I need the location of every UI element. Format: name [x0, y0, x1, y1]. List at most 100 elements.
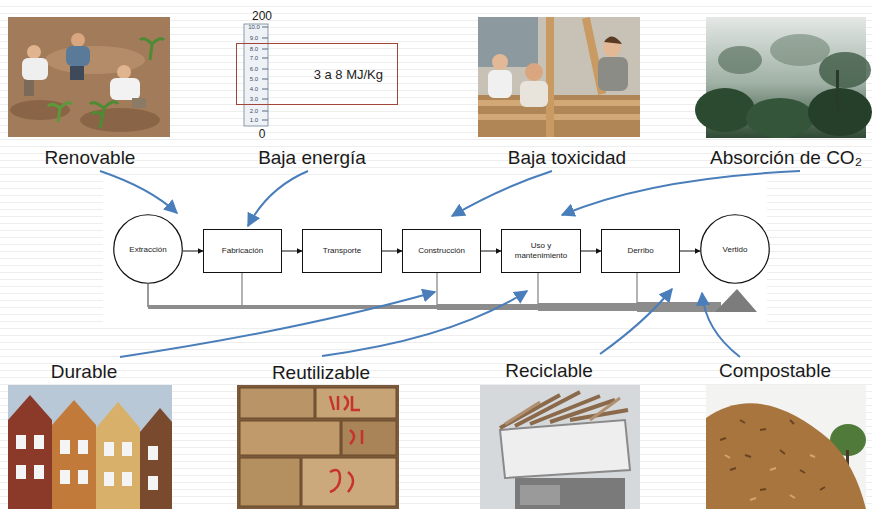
property-label: Durable [51, 362, 118, 381]
stage-circle: Vertido [700, 214, 770, 284]
scale-number: 6.0 [250, 66, 258, 72]
flow-arrow [481, 251, 501, 252]
scale-number: 5.0 [250, 76, 258, 82]
scale-number: 7.0 [250, 55, 258, 61]
planting-photo [90, 102, 118, 128]
planting-photo [70, 66, 84, 80]
node-text: 3 a 8 MJ/Kg [314, 67, 383, 82]
wood-chips-photo [706, 385, 866, 509]
wood-shredder-photo [480, 385, 640, 509]
wood-shredder-photo [480, 385, 640, 509]
carpentry-photo [520, 81, 548, 107]
forest-photo [836, 70, 839, 110]
property-arrows [452, 171, 552, 216]
property-arrows [248, 171, 308, 226]
planting-photo [80, 108, 160, 132]
carpentry-photo [478, 17, 640, 137]
forest-photo [718, 46, 762, 74]
reclaimed-timber-photo [330, 470, 353, 492]
reclaimed-timber-photo [330, 396, 360, 410]
reclaimed-timber-photo [316, 388, 396, 418]
wooden-houses-photo [78, 440, 88, 454]
carpentry-photo [478, 114, 640, 120]
wooden-houses-photo [34, 435, 44, 449]
reclaimed-timber-photo [240, 388, 314, 418]
life-cycle-bar [537, 273, 539, 304]
scale-number: 10.0 [248, 24, 260, 30]
flow-arrow [382, 251, 402, 252]
life-cycle-bar [436, 273, 438, 305]
property-label: Baja toxicidad [508, 148, 626, 167]
reclaimed-timber-photo [240, 421, 340, 455]
wooden-houses-photo [8, 385, 172, 509]
wooden-houses-photo [96, 402, 140, 509]
planting-photo [66, 46, 90, 66]
process-box: Construcción [402, 229, 481, 273]
carpentry-photo [488, 70, 512, 98]
flow-arrow [183, 251, 203, 252]
wooden-houses-photo [148, 446, 158, 460]
wooden-houses-photo [34, 465, 44, 479]
carpentry-photo [478, 17, 640, 137]
wooden-houses-photo [78, 470, 88, 484]
life-cycle-bar [148, 305, 437, 309]
life-cycle-bar [437, 304, 538, 310]
property-arrows [100, 171, 177, 213]
stage-circle: Extracción [113, 214, 183, 284]
wood-shredder-photo [500, 420, 630, 478]
wooden-houses-photo [140, 408, 172, 509]
property-arrows [100, 171, 800, 357]
life-cycle-bar [715, 289, 757, 312]
energy-scale [262, 79, 268, 80]
energy-scale [244, 24, 268, 126]
planting-photo [117, 65, 131, 79]
planting-photo [71, 33, 85, 47]
carpentry-photo [604, 36, 622, 44]
forest-photo [695, 17, 872, 138]
property-arrows [562, 171, 800, 215]
carpentry-photo [546, 17, 554, 137]
reclaimed-timber-photo [240, 458, 300, 506]
energy-scale [262, 38, 268, 39]
node-text: Fabricación [222, 246, 263, 256]
node-text: Transporte [323, 246, 361, 256]
wooden-houses-photo [8, 395, 52, 509]
planting-photo [132, 98, 146, 108]
scale-limit: 0 [259, 128, 266, 140]
reclaimed-timber-photo [237, 385, 399, 509]
reclaimed-timber-photo [342, 421, 396, 455]
energy-scale [262, 111, 268, 112]
carpentry-photo [478, 95, 640, 137]
wooden-houses-photo [52, 400, 96, 509]
wood-chips-photo [725, 455, 815, 500]
wooden-houses-photo [16, 435, 26, 449]
planting-photo [110, 78, 140, 100]
forest-photo [746, 98, 814, 138]
property-arrows [702, 293, 740, 357]
wooden-houses-photo [60, 440, 70, 454]
scale-number: 3.0 [250, 96, 258, 102]
property-label: Compostable [719, 361, 831, 380]
flow-panel [103, 178, 767, 328]
scale-limit: 200 [252, 10, 272, 22]
process-box: Fabricación [203, 229, 282, 273]
process-box: Derribo [601, 229, 680, 273]
property-label: Renovable [45, 148, 136, 167]
wood-shredder-photo [515, 478, 625, 509]
circle-outline [114, 215, 183, 284]
wooden-houses-photo [122, 442, 132, 456]
process-box: Uso y mantenimiento [501, 229, 581, 273]
property-arrows [120, 292, 435, 357]
energy-scale [262, 89, 268, 90]
energy-scale [262, 27, 268, 28]
wood-shredder-photo [500, 392, 628, 428]
node-text: Extracción [129, 245, 166, 254]
flow-arrow [282, 251, 302, 252]
planting-photo [27, 45, 41, 59]
energy-scale [262, 99, 268, 100]
forest-photo [819, 52, 871, 88]
energy-range-box: 3 a 8 MJ/Kg [236, 43, 398, 105]
wooden-houses-photo [60, 470, 70, 484]
life-cycle-bar [538, 303, 637, 311]
